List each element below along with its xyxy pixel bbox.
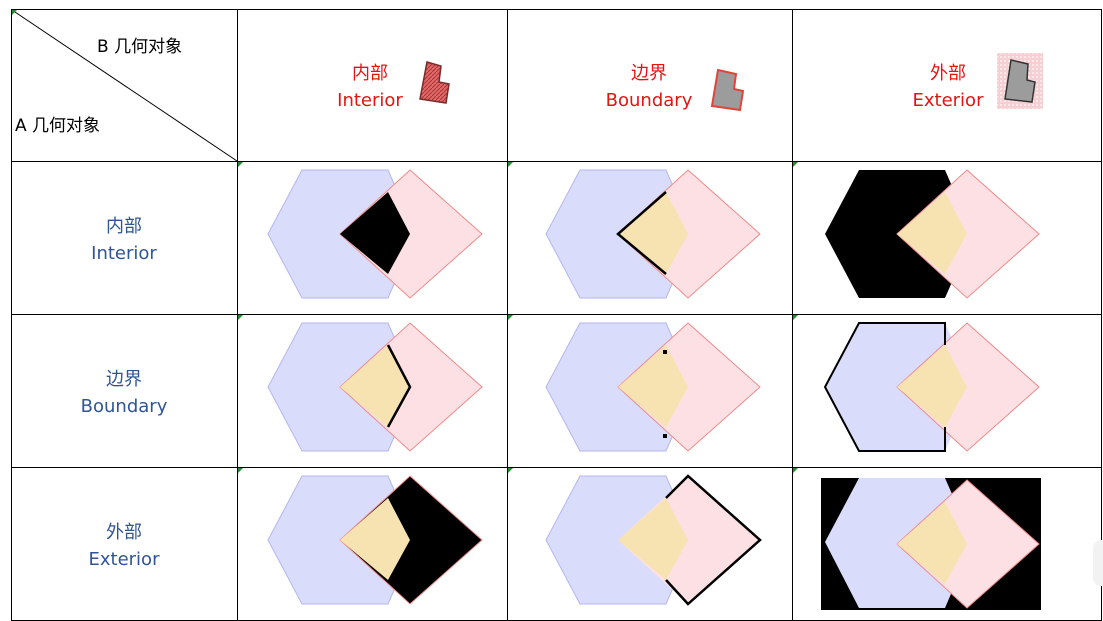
header-diagonal — [11, 9, 238, 162]
column-header-boundary-zh: 边界 — [631, 63, 667, 84]
polygon-boundary-icon — [710, 68, 745, 112]
row-header-exterior-en: Exterior — [89, 549, 161, 570]
cell-boundary-interior — [267, 322, 483, 452]
cell-interior-exterior — [825, 169, 1040, 299]
row-header-exterior-zh: 外部 — [106, 522, 142, 543]
cell-interior-boundary — [545, 169, 761, 299]
row-header-exterior: 外部 Exterior — [89, 522, 161, 570]
row-header-boundary-zh: 边界 — [106, 369, 142, 390]
cell-exterior-exterior — [821, 478, 1041, 610]
cell-exterior-interior — [267, 475, 483, 605]
polygon-exterior-icon — [997, 53, 1043, 109]
cell-exterior-boundary — [545, 474, 762, 606]
column-header-interior: 内部 Interior — [337, 61, 450, 111]
cell-interior-interior — [267, 169, 483, 299]
row-header-interior: 内部 Interior — [91, 216, 157, 264]
cell-corner-markers — [12, 10, 798, 473]
column-header-exterior-en: Exterior — [913, 90, 985, 111]
polygon-interior-icon — [419, 61, 450, 104]
cell-boundary-exterior — [823, 322, 1040, 452]
column-header-exterior: 外部 Exterior — [913, 53, 1043, 111]
column-header-exterior-zh: 外部 — [930, 63, 966, 84]
row-header-boundary: 边界 Boundary — [81, 369, 168, 417]
column-header-interior-en: Interior — [337, 90, 403, 111]
side-scroll-handle[interactable] — [1093, 540, 1103, 586]
header-b-label: B 几何对象 — [97, 37, 182, 57]
column-header-boundary-en: Boundary — [606, 90, 693, 111]
row-header-boundary-en: Boundary — [81, 396, 168, 417]
cell-boundary-boundary — [545, 322, 761, 452]
header-a-label: A 几何对象 — [15, 116, 100, 136]
column-header-interior-zh: 内部 — [352, 63, 388, 84]
column-header-boundary: 边界 Boundary — [606, 63, 745, 112]
row-header-interior-zh: 内部 — [106, 216, 142, 237]
row-header-interior-en: Interior — [91, 243, 157, 264]
